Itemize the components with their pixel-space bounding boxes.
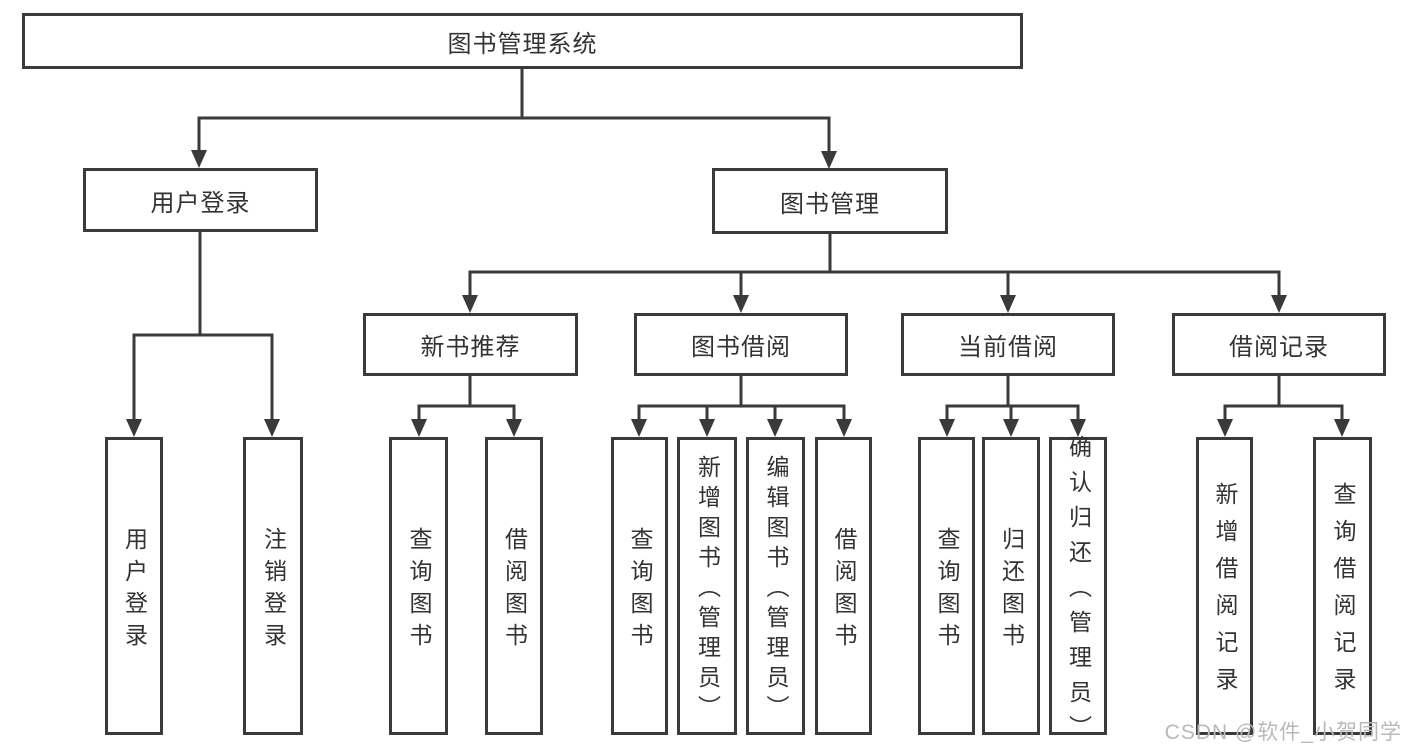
node-borrow-books-recommend-label: 借阅图书 <box>501 526 528 655</box>
node-borrow-books-borrowing: 借阅图书 <box>815 437 872 735</box>
node-confirm-return-admin-label: 确认归还（管理员） <box>1065 434 1092 747</box>
csdn-watermark: CSDN @软件_小贺同学 <box>1164 721 1402 744</box>
node-query-borrow-record-label: 查询借阅记录 <box>1330 482 1356 704</box>
node-return-books: 归还图书 <box>982 437 1040 735</box>
node-add-book-admin-label: 新增图书（管理员） <box>694 454 721 725</box>
node-user-login-action: 用户登录 <box>105 437 163 735</box>
node-new-book-recommend: 新书推荐 <box>363 313 578 376</box>
node-add-borrow-record: 新增借阅记录 <box>1196 437 1253 735</box>
node-logout-action-label: 注销登录 <box>260 526 287 655</box>
node-query-books-borrowing-label: 查询图书 <box>627 526 653 655</box>
node-new-book-recommend-label: 新书推荐 <box>420 334 521 361</box>
node-borrow-books-borrowing-label: 借阅图书 <box>831 526 857 655</box>
node-edit-book-admin-label: 编辑图书（管理员） <box>763 454 789 725</box>
node-query-books-borrowing: 查询图书 <box>611 437 668 735</box>
node-user-login-action-label: 用户登录 <box>121 526 148 655</box>
node-book-borrowing-label: 图书借阅 <box>691 334 791 361</box>
node-query-books-current-label: 查询图书 <box>934 526 960 655</box>
node-logout-action: 注销登录 <box>243 437 303 735</box>
node-current-borrowing: 当前借阅 <box>901 313 1115 376</box>
node-query-books-recommend: 查询图书 <box>389 437 448 735</box>
node-borrowing-records: 借阅记录 <box>1172 313 1386 376</box>
node-book-management-label: 图书管理 <box>780 190 880 218</box>
node-library-system-label: 图书管理系统 <box>447 30 598 58</box>
node-book-borrowing: 图书借阅 <box>634 313 848 376</box>
node-query-books-current: 查询图书 <box>918 437 975 735</box>
node-confirm-return-admin: 确认归还（管理员） <box>1049 435 1107 747</box>
node-query-books-recommend-label: 查询图书 <box>406 526 432 655</box>
node-return-books-label: 归还图书 <box>998 526 1025 655</box>
node-borrow-books-recommend: 借阅图书 <box>485 437 543 735</box>
node-edit-book-admin: 编辑图书（管理员） <box>746 437 805 735</box>
node-borrowing-records-label: 借阅记录 <box>1229 334 1329 361</box>
node-query-borrow-record: 查询借阅记录 <box>1313 437 1372 735</box>
node-library-system: 图书管理系统 <box>22 13 1023 69</box>
node-add-book-admin: 新增图书（管理员） <box>677 437 737 735</box>
node-add-borrow-record-label: 新增借阅记录 <box>1212 482 1238 704</box>
node-user-login: 用户登录 <box>83 168 318 232</box>
node-user-login-label: 用户登录 <box>150 189 251 217</box>
node-current-borrowing-label: 当前借阅 <box>958 334 1058 361</box>
node-book-management: 图书管理 <box>712 168 948 234</box>
